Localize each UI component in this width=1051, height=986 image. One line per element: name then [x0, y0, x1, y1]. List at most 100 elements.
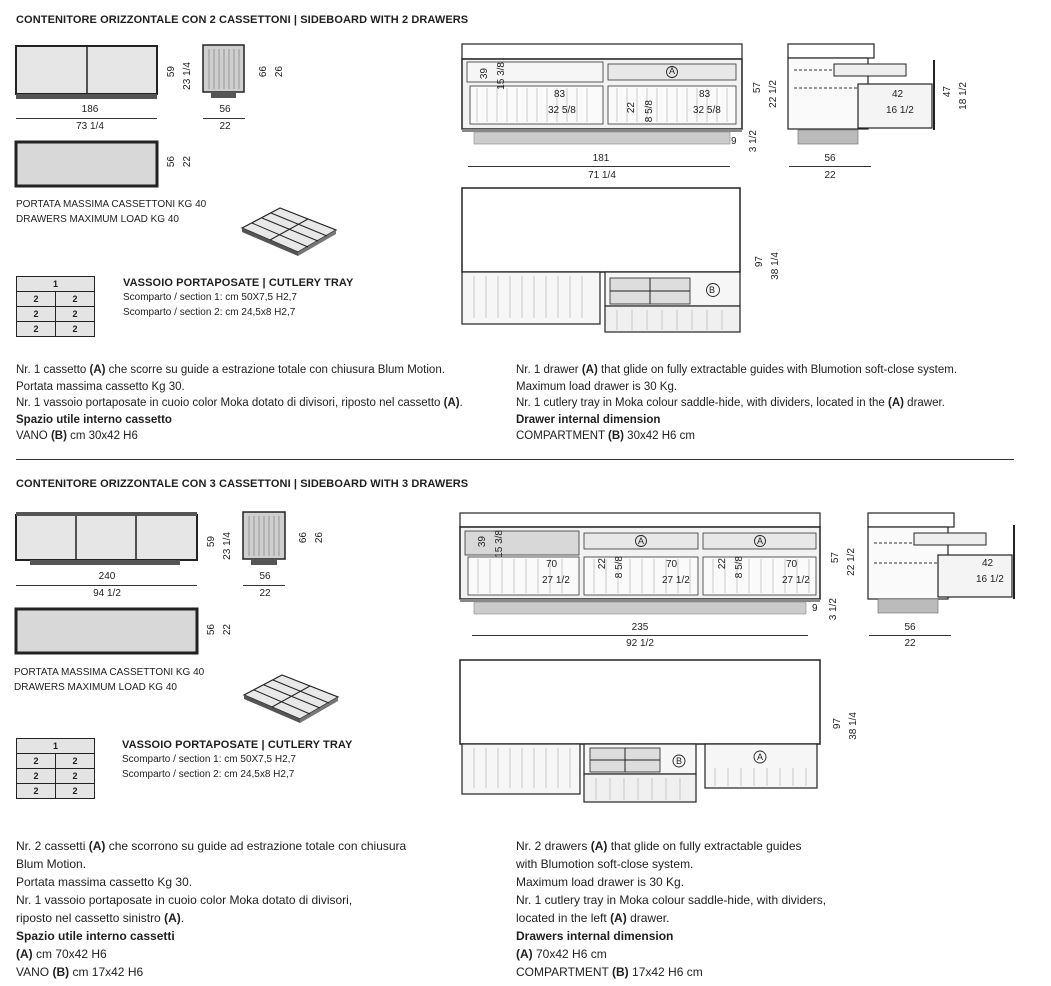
s1-side-section [787, 43, 935, 145]
tray-section-2: 2 [55, 306, 95, 322]
s2-marker-a2: A [757, 536, 764, 546]
s2-d70a: 70 [546, 559, 558, 570]
s2-d8b: 8 5/8 [734, 556, 745, 579]
s2-d22a: 22 [597, 558, 608, 570]
s2-load-it: PORTATA MASSIMA CASSETTONI KG 40 [14, 667, 205, 678]
s2-h57: 57 [830, 552, 841, 564]
s2-w235-line [472, 635, 808, 636]
s1-side-d42: 42 [892, 89, 904, 100]
s2-top-depth-in: 22 [222, 624, 233, 636]
s2-depth-cm: 56 [259, 571, 271, 582]
s2-open-h38: 38 1/4 [848, 712, 859, 740]
s1-h57: 57 [752, 82, 763, 94]
s2-side-d16: 16 1/2 [976, 574, 1004, 585]
s2-side-section [867, 512, 1015, 614]
s1-front-view [15, 45, 158, 99]
s2-marker-a1: A [638, 536, 645, 546]
s1-side-w56: 56 [824, 153, 836, 164]
s2-d27a: 27 1/2 [542, 575, 570, 586]
s1-top-depth-cm: 56 [166, 156, 177, 168]
s1-tray-s2: Scomparto / section 2: cm 24,5x8 H2,7 [123, 307, 296, 318]
s1-cutlery-tray-icon [240, 207, 338, 256]
s2-space-title-en: Drawers internal dimension [516, 929, 674, 943]
s1-top-depth-in: 22 [182, 156, 193, 168]
s2-h3: 3 1/2 [828, 598, 839, 621]
s1-h22: 22 1/2 [768, 80, 779, 108]
section-divider [16, 459, 1014, 460]
s1-d32b: 32 5/8 [693, 105, 721, 116]
s2-w235: 235 [631, 622, 649, 633]
tray-section-2: 2 [55, 291, 95, 307]
s1-tray-s1: Scomparto / section 1: cm 50X7,5 H2,7 [123, 292, 297, 303]
s2-open-h97: 97 [832, 718, 843, 730]
s1-open-h38: 38 1/4 [770, 252, 781, 280]
s2-width-cm: 240 [98, 571, 116, 582]
s2-h-in: 23 1/4 [222, 532, 233, 560]
s2-tray-title: VASSOIO PORTAPOSATE | CUTLERY TRAY [122, 739, 353, 751]
s2-d22b: 22 [717, 558, 728, 570]
s2-depth-line [243, 585, 285, 586]
s2-width-line [16, 585, 197, 586]
s1-tray-title: VASSOIO PORTAPOSATE | CUTLERY TRAY [123, 277, 354, 289]
tray-section-1: 1 [16, 276, 95, 292]
s1-space-title-it: Spazio utile interno cassetto [16, 413, 172, 426]
s1-description-it: Nr. 1 cassetto (A) che scorre su guide a… [16, 364, 463, 442]
s1-width-cm: 186 [81, 104, 99, 115]
s2-h2-cm: 66 [298, 532, 309, 544]
s1-description-en: Nr. 1 drawer (A) that glide on fully ext… [516, 364, 958, 442]
s2-d39: 39 [477, 536, 488, 548]
s1-depth-line [203, 118, 245, 119]
s1-d15: 15 3/8 [496, 62, 507, 90]
s2-tray-s2: Scomparto / section 2: cm 24,5x8 H2,7 [122, 769, 295, 780]
s2-cutlery-tray-icon [242, 674, 340, 723]
s1-h2-cm: 66 [258, 66, 269, 78]
s2-h2-in: 26 [314, 532, 325, 544]
s2-tray-s1: Scomparto / section 1: cm 50X7,5 H2,7 [122, 754, 296, 765]
tray-section-2: 2 [55, 753, 95, 769]
tray-section-2: 2 [16, 753, 56, 769]
s2-top-view [14, 607, 199, 655]
s2-marker-a3: A [757, 752, 764, 762]
s1-h2-in: 26 [274, 66, 285, 78]
s1-width-line [16, 118, 157, 119]
s1-d39: 39 [479, 68, 490, 80]
s1-d32a: 32 5/8 [548, 105, 576, 116]
s2-d70b: 70 [666, 559, 678, 570]
s2-marker-b: B [676, 756, 683, 766]
tray-section-2: 2 [55, 768, 95, 784]
s1-depth-cm: 56 [219, 104, 231, 115]
s1-d8: 8 5/8 [644, 100, 655, 123]
s1-h9: 9 [731, 136, 737, 147]
s2-h22: 22 1/2 [846, 548, 857, 576]
s1-marker-a: A [669, 66, 676, 76]
tray-section-2: 2 [16, 321, 56, 337]
s1-h-in: 23 1/4 [182, 62, 193, 90]
s2-d27c: 27 1/2 [782, 575, 810, 586]
s2-d70c: 70 [786, 559, 798, 570]
s2-front-elevation [459, 512, 821, 615]
s1-depth-in: 22 [219, 121, 231, 132]
tray-section-2: 2 [16, 291, 56, 307]
s2-side-w22: 22 [904, 638, 916, 649]
s1-d22: 22 [626, 102, 637, 114]
s2-load-en: DRAWERS MAXIMUM LOAD KG 40 [14, 682, 177, 693]
s1-h3: 3 1/2 [748, 130, 759, 153]
s1-width-in: 73 1/4 [76, 121, 104, 132]
s2-depth-in: 22 [259, 588, 271, 599]
s1-w181: 181 [592, 153, 610, 164]
s1-marker-b: B [709, 285, 716, 295]
s1-side-h47: 47 [942, 86, 953, 98]
tray-section-2: 2 [55, 783, 95, 799]
s1-side-d16: 16 1/2 [886, 105, 914, 116]
s1-top-view [14, 140, 159, 188]
tray-section-2: 2 [16, 783, 56, 799]
s1-load-en: DRAWERS MAXIMUM LOAD KG 40 [16, 214, 179, 225]
s2-h9: 9 [812, 603, 818, 614]
tray-section-2: 2 [55, 321, 95, 337]
s1-d83b: 83 [699, 89, 711, 100]
s1-side-w22: 22 [824, 170, 836, 181]
s2-description-en: Nr. 2 drawers (A) that glide on fully ex… [516, 839, 827, 979]
s1-front-elevation [461, 43, 743, 145]
